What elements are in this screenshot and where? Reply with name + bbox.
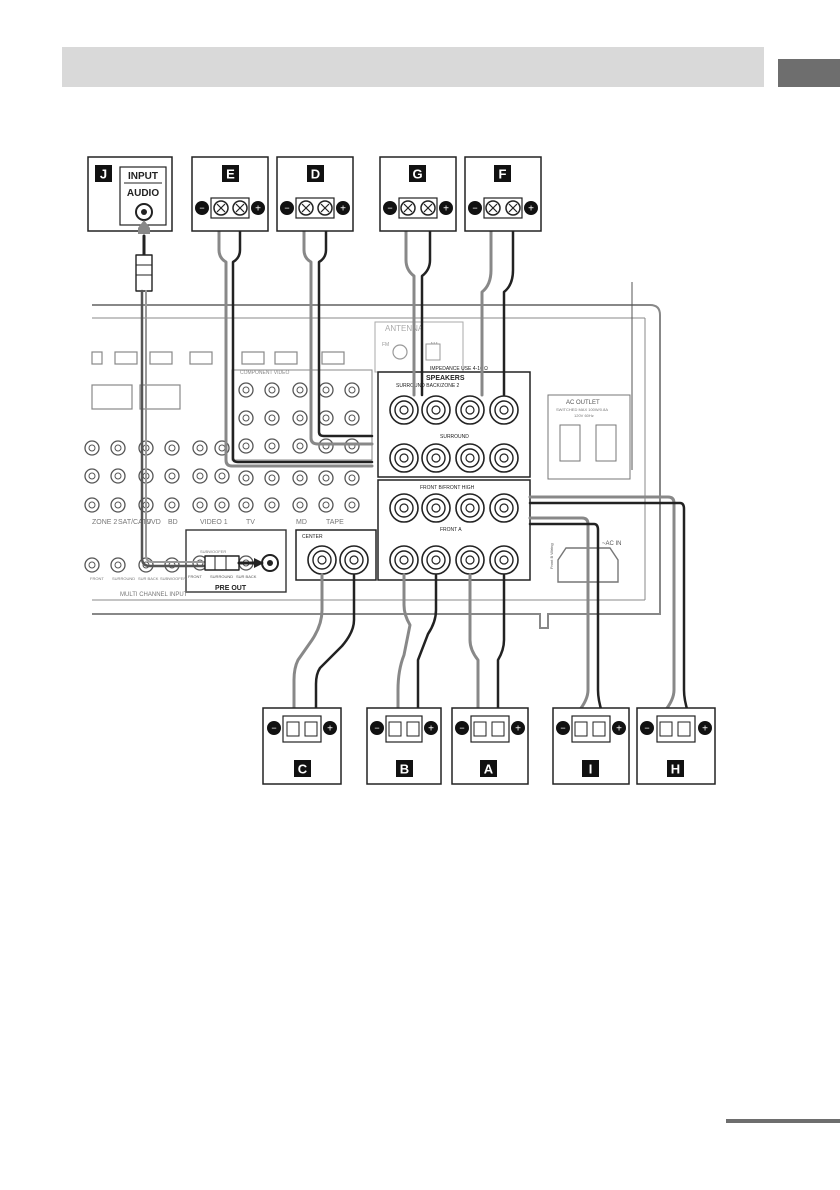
- speaker-box-b: − + B: [366, 707, 442, 785]
- subwoofer-box-j: J INPUT AUDIO: [87, 156, 173, 232]
- label-h: H: [671, 762, 680, 777]
- front-terminal-block: FRONT B/FRONT HIGH FRONT A Front B Wirin…: [377, 479, 554, 581]
- bd-label: BD: [168, 519, 178, 526]
- ac-outlet-spec2: 120V 60Hz: [574, 413, 594, 418]
- header-band: [62, 47, 764, 87]
- speakers-label: SPEAKERS: [426, 375, 465, 382]
- surround-back-label: SURROUND BACK/ZONE 2: [396, 383, 460, 389]
- continued-rule: [726, 1119, 840, 1123]
- minus-a: −: [459, 723, 464, 733]
- speaker-box-a: − + A: [451, 707, 529, 785]
- dvd-label: DVD: [146, 519, 161, 526]
- side-tab: [778, 59, 840, 87]
- pre-out-surback-label: SUR BACK: [236, 574, 257, 579]
- label-b: B: [400, 762, 409, 777]
- antenna-label: ANTENNA: [385, 324, 424, 333]
- component-video-label: COMPONENT VIDEO: [240, 370, 289, 376]
- speaker-box-c: − + C: [262, 707, 342, 785]
- pre-out-front-label: FRONT: [188, 574, 202, 579]
- label-d: D: [311, 167, 320, 182]
- fm-label: FM: [382, 342, 389, 348]
- plus-f: +: [528, 204, 534, 215]
- label-c: C: [298, 762, 308, 777]
- label-i: I: [589, 762, 593, 777]
- ac-outlet-spec1: SWITCHED MAX 100W/0.8A: [556, 407, 608, 412]
- speaker-cables: [135, 216, 690, 714]
- front-a-label: FRONT A: [440, 527, 462, 533]
- audio-label: AUDIO: [127, 188, 159, 199]
- tape-label: TAPE: [326, 519, 344, 526]
- minus-e: −: [199, 203, 204, 213]
- surround-label: SURROUND: [440, 434, 469, 440]
- center-label: CENTER: [302, 534, 323, 540]
- zone2-label: ZONE 2: [92, 519, 117, 526]
- ac-outlet-label: AC OUTLET: [566, 400, 600, 406]
- plus-a: +: [515, 724, 521, 735]
- speaker-terminal-block: IMPEDANCE USE 4-16 Ω SPEAKERS SURROUND B…: [377, 366, 531, 478]
- minus-f: −: [472, 203, 477, 213]
- plus-d: +: [340, 204, 346, 215]
- label-e: E: [226, 167, 235, 182]
- speaker-box-f: F − +: [464, 156, 542, 232]
- impedance-label: IMPEDANCE USE 4-16 Ω: [430, 366, 488, 372]
- label-f: F: [499, 167, 507, 182]
- bi-amp-label: Front B Wiring: [549, 543, 554, 569]
- minus-b: −: [374, 723, 379, 733]
- mci-surback-label: SUR BACK: [138, 576, 159, 581]
- minus-d: −: [284, 203, 289, 213]
- speaker-box-d: D − +: [276, 156, 354, 232]
- front-b-high-label: FRONT B/FRONT HIGH: [420, 485, 475, 491]
- mci-subwoofer-label: SUBWOOFER: [160, 576, 186, 581]
- minus-h: −: [644, 723, 649, 733]
- speaker-box-e: E − +: [191, 156, 269, 232]
- speaker-box-h: − + H: [636, 707, 716, 785]
- label-a: A: [484, 762, 494, 777]
- minus-c: −: [271, 723, 276, 733]
- plus-h: +: [702, 724, 708, 735]
- pre-out-surround-label: SURROUND: [210, 574, 233, 579]
- minus-g: −: [387, 203, 392, 213]
- speaker-box-i: − + I: [552, 707, 630, 785]
- ac-in-label: ~AC IN: [602, 541, 622, 547]
- pre-out-label: PRE OUT: [215, 585, 247, 592]
- input-label: INPUT: [128, 171, 158, 182]
- tv-label: TV: [246, 519, 255, 526]
- label-j: J: [100, 167, 107, 182]
- center-terminal-block: CENTER: [295, 529, 377, 581]
- mci-label: MULTI CHANNEL INPUT: [120, 592, 188, 598]
- plug-arrow-j: [138, 220, 150, 234]
- plus-c: +: [327, 724, 333, 735]
- subwoofer-label: SUBWOOFER: [200, 549, 226, 554]
- video1-label: VIDEO 1: [200, 519, 228, 526]
- label-g: G: [412, 167, 422, 182]
- plus-g: +: [443, 204, 449, 215]
- sat-label: SAT/CATV: [118, 519, 152, 526]
- md-label: MD: [296, 519, 307, 526]
- minus-i: −: [560, 723, 565, 733]
- mci-surround-label: SURROUND: [112, 576, 135, 581]
- plus-b: +: [428, 724, 434, 735]
- plus-i: +: [616, 724, 622, 735]
- plus-e: +: [255, 204, 261, 215]
- receiver-rear-panel: COMPONENT VIDEO ZONE 2 SAT/CATV DVD BD V…: [84, 282, 661, 629]
- speaker-box-g: G − +: [379, 156, 457, 232]
- mci-front-label: FRONT: [90, 576, 104, 581]
